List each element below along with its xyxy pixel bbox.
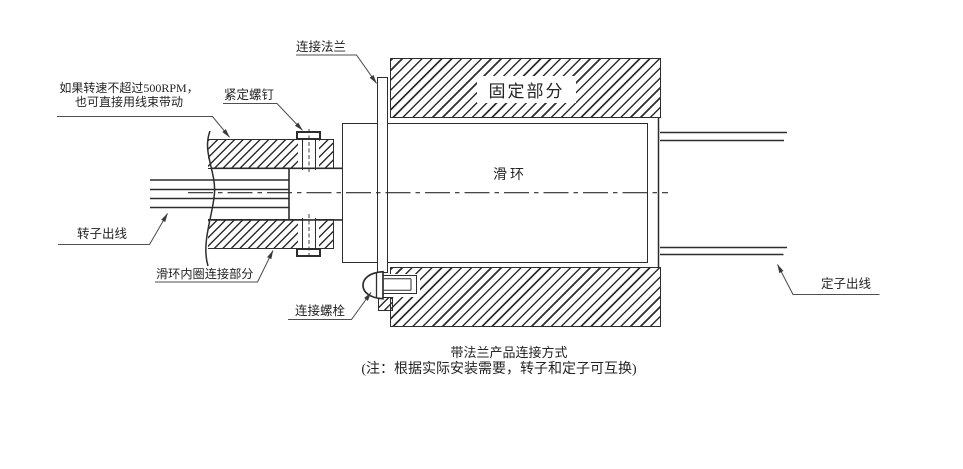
fixed-part-label-text: 固定部分 [488, 82, 565, 101]
caption-note: (注：根据实际安装需要，转子和定子可互换) [361, 362, 637, 377]
connect-bolt-head [362, 270, 384, 300]
leader-lines [57, 54, 880, 321]
leader-connect-bolt [288, 292, 372, 321]
stator-wire-label: 定子出线 [821, 276, 872, 291]
set-screw-top-head [296, 131, 321, 140]
rotor-wire-label: 转子出线 [77, 226, 128, 241]
flange-hatch-below-bolt [378, 297, 393, 311]
fixed-part-label: 固定部分 [477, 76, 576, 103]
rpm-note-line1: 如果转速不超过500RPM， [59, 81, 199, 95]
set-screw-top-shaft [302, 139, 316, 170]
set-screw-label: 紧定螺钉 [224, 88, 275, 102]
leader-set-screw [223, 102, 303, 131]
slip-ring-label: 滑环 [493, 168, 527, 183]
rpm-note-label: 如果转速不超过500RPM， 也可直接用线束带动 [50, 81, 208, 109]
leader-rotor-wire [58, 213, 168, 246]
set-screw-bottom-head [296, 248, 321, 257]
leader-connect-flange [296, 54, 377, 84]
connect-bolt-thread-lines [384, 278, 412, 291]
connect-bolt-label: 连接螺栓 [295, 304, 346, 318]
leader-rpm-note [57, 115, 230, 138]
connect-flange-label: 连接法兰 [296, 39, 347, 54]
rotor-wires-lines [150, 179, 289, 209]
caption-title: 带法兰产品连接方式 [450, 345, 568, 360]
sleeve-bore-lines [211, 167, 343, 221]
leader-inner-ring [155, 250, 274, 283]
rpm-note-line2: 也可直接用线束带动 [74, 94, 183, 109]
leader-stator-wire [777, 264, 880, 296]
inner-ring-connection-label: 滑环内圈连接部分 [156, 266, 254, 281]
break-line-curve [205, 130, 216, 267]
stator-bottom-block [390, 267, 661, 327]
stator-wires-lines [660, 131, 787, 256]
